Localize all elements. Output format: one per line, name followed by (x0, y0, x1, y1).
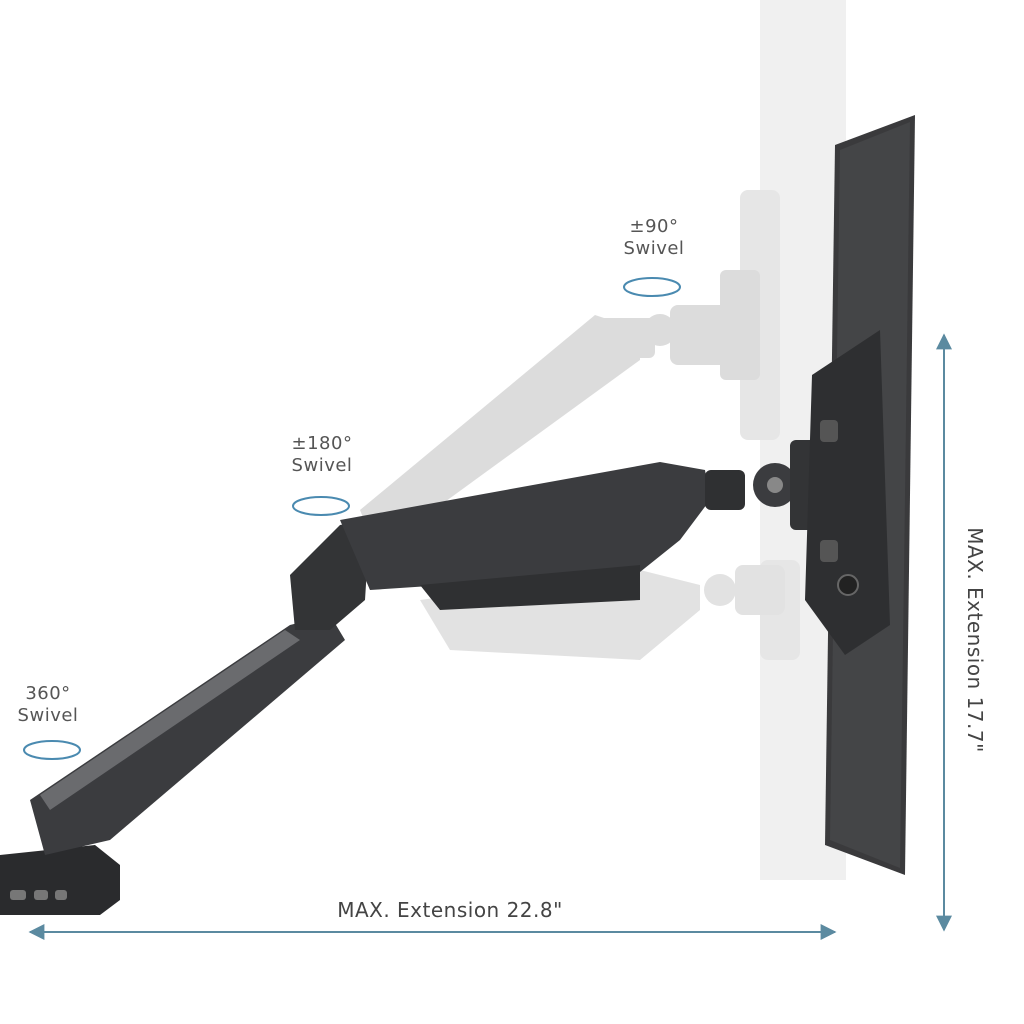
swivel-ring-180-icon (292, 496, 350, 516)
swivel-angle-180: ±180° (291, 433, 353, 454)
swivel-label-180: ±180° Swivel (278, 433, 366, 477)
ghost-arm-raised (360, 270, 760, 535)
swivel-text-360: Swivel (17, 705, 79, 726)
upper-arm (340, 462, 710, 610)
swivel-text-90: Swivel (623, 238, 685, 259)
monitor (805, 115, 915, 875)
swivel-label-90: ±90° Swivel (612, 216, 696, 260)
lower-arm (30, 615, 345, 855)
swivel-ring-360-icon (23, 740, 81, 760)
swivel-text-180: Swivel (291, 455, 353, 476)
elbow-joint (290, 520, 370, 630)
swivel-ring-90-icon (623, 277, 681, 297)
vertical-extension-label: MAX. Extension 17.7" (963, 527, 987, 753)
swivel-angle-90: ±90° (629, 216, 679, 237)
swivel-label-360: 360° Swivel (10, 683, 86, 727)
horizontal-extension-label: MAX. Extension 22.8" (337, 898, 563, 922)
swivel-angle-360: 360° (25, 683, 71, 704)
desk-clamp-base (0, 845, 120, 915)
